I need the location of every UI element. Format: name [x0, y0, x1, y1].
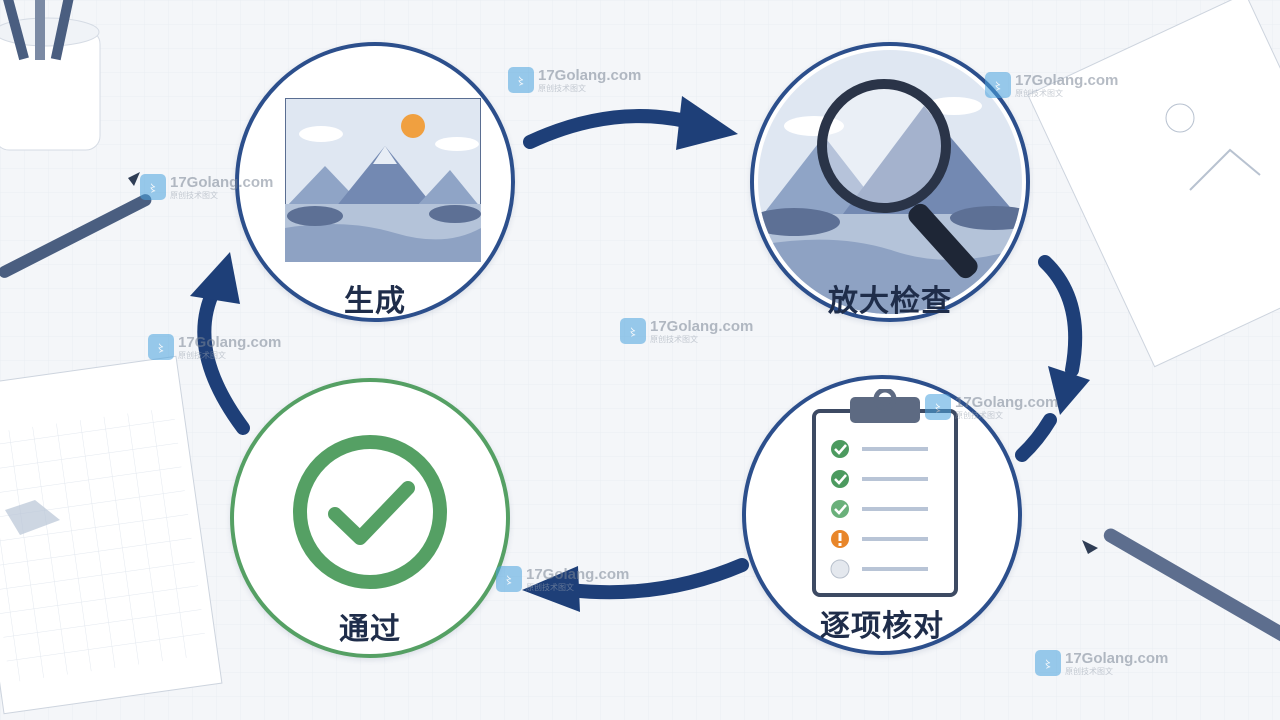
watermark-subtext: 原创技术图文 [955, 410, 1003, 420]
step-generate-label: 生成 [344, 284, 406, 319]
watermark-subtext: 原创技术图文 [178, 350, 226, 360]
arrowhead-inspect-to-verify [1048, 366, 1090, 415]
watermark-text: 17Golang.com [526, 565, 630, 583]
watermark: 〻 17Golang.com 原创技术图文 [140, 174, 273, 200]
checklist-item-2 [831, 470, 928, 488]
arrow-verify-to-pass [563, 558, 749, 600]
watermark-logo-icon: 〻 [925, 394, 951, 420]
watermark-subtext: 原创技术图文 [538, 83, 586, 93]
arrow-inspect-to-verify [1038, 255, 1083, 377]
watermark-text: 17Golang.com [1015, 71, 1119, 89]
pen-left-icon [0, 172, 152, 278]
cycle-arrows [190, 96, 1090, 612]
watermark-text: 17Golang.com [955, 393, 1059, 411]
step-generate: 生成 [235, 42, 515, 322]
sketch-papers-icon [0, 355, 223, 715]
watermark-logo-icon: 〻 [148, 334, 174, 360]
watermark-subtext: 原创技术图文 [650, 334, 698, 344]
watermark: 〻 17Golang.com 原创技术图文 [508, 67, 641, 93]
watermark-subtext: 原创技术图文 [1065, 666, 1113, 676]
watermark-text: 17Golang.com [650, 317, 754, 335]
step-inspect-label: 放大检查 [828, 284, 952, 319]
watermark-logo-icon: 〻 [508, 67, 534, 93]
checklist-item-3 [831, 500, 928, 518]
watermark-logo-icon: 〻 [1035, 650, 1061, 676]
watermark-text: 17Golang.com [170, 173, 274, 191]
arrow-pass-to-generate [197, 283, 250, 435]
step-pass-label: 通过 [339, 612, 401, 647]
arrowhead-pass-to-generate [190, 252, 240, 304]
watermark: 〻 17Golang.com 原创技术图文 [496, 566, 629, 592]
magnifying-glass-icon [817, 79, 978, 279]
watermark-text: 17Golang.com [538, 66, 642, 84]
step-verify: 逐项核对 [742, 375, 1022, 655]
watermark-logo-icon: 〻 [985, 72, 1011, 98]
checklist-item-5 [830, 559, 928, 579]
watermark-logo-icon: 〻 [620, 318, 646, 344]
checklist-item-1 [831, 440, 928, 458]
magnified-landscape-icon [758, 50, 1022, 314]
step-pass: 通过 [230, 378, 510, 658]
arrowhead-verify-to-pass [522, 566, 580, 612]
watermark-subtext: 原创技术图文 [1015, 88, 1063, 98]
check-circle-icon [293, 435, 447, 589]
watermark-subtext: 原创技术图文 [526, 582, 574, 592]
spiral-notebook-icon [1027, 0, 1280, 368]
watermark-logo-icon: 〻 [140, 174, 166, 200]
watermark: 〻 17Golang.com 原创技术图文 [985, 72, 1118, 98]
step-verify-label: 逐项核对 [820, 609, 944, 644]
watermark: 〻 17Golang.com 原创技术图文 [1035, 650, 1168, 676]
pen-right-icon [1082, 528, 1280, 651]
clipboard-checklist-icon [812, 389, 958, 597]
watermark-subtext: 原创技术图文 [170, 190, 218, 200]
checklist-item-4 [831, 530, 928, 548]
watermark-text: 17Golang.com [178, 333, 282, 351]
watermark: 〻 17Golang.com 原创技术图文 [620, 318, 753, 344]
arrowhead-generate-to-inspect [676, 96, 738, 150]
step-inspect: 放大检查 [750, 42, 1030, 322]
watermark-text: 17Golang.com [1065, 649, 1169, 667]
landscape-image-icon [285, 98, 481, 262]
pencil-cup-icon [0, 0, 101, 151]
watermark: 〻 17Golang.com 原创技术图文 [148, 334, 281, 360]
watermark-logo-icon: 〻 [496, 566, 522, 592]
watermark: 〻 17Golang.com 原创技术图文 [925, 394, 1058, 420]
